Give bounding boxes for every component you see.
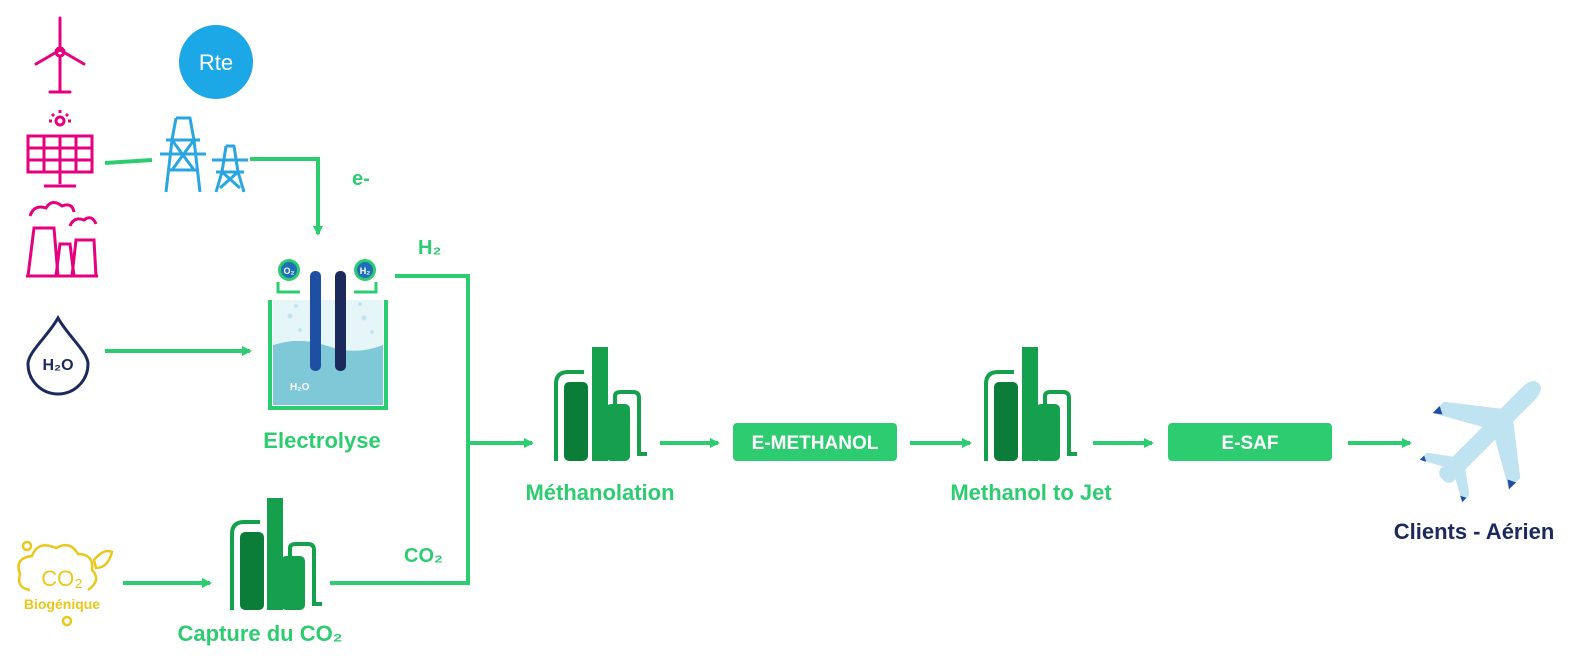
biogenique-label: Biogénique: [24, 596, 100, 612]
co2-cloud-icon: CO₂ Biogénique: [17, 540, 114, 627]
e-saf-badge: E-SAF: [1168, 423, 1332, 461]
wind-turbine-icon: [34, 16, 86, 94]
electrolysis-o2-label: O₂: [284, 266, 295, 276]
solar-panel-icon: [26, 110, 94, 188]
co2-flow-label: CO₂: [404, 545, 443, 567]
e-methanol-label: E-METHANOL: [752, 433, 879, 454]
capture-label: Capture du CO₂: [178, 621, 343, 646]
methanolation-plant-icon: [554, 347, 647, 461]
electrolysis-h2-label: H₂: [360, 266, 371, 276]
electrolyse-label: Electrolyse: [263, 428, 380, 453]
rte-logo-label: Rte: [199, 50, 233, 75]
airplane-icon: [1419, 381, 1541, 503]
water-drop-label: H₂O: [42, 357, 73, 374]
power-pylon-icon: [160, 116, 248, 193]
electrolyser-icon: O₂ H₂ H₂O: [268, 259, 388, 410]
rte-logo-icon: Rte: [179, 25, 253, 99]
flow-pylon-to-electrolyse: [250, 157, 323, 236]
e-methanol-badge: E-METHANOL: [733, 423, 897, 461]
methanol-to-jet-label: Methanol to Jet: [950, 480, 1112, 505]
clients-label: Clients - Aérien: [1394, 519, 1555, 544]
methanol-to-jet-plant-icon: [984, 347, 1077, 461]
flow-h2-line: [330, 274, 470, 585]
e-saf-label: E-SAF: [1222, 433, 1279, 454]
h2-label: H₂: [418, 237, 441, 259]
factory-icon: [26, 201, 98, 278]
co2-bubble-label: CO₂: [41, 566, 83, 591]
flow-lines: [104, 157, 1412, 588]
electrolysis-h2o-label: H₂O: [290, 382, 310, 393]
flow-solar-to-pylon: [104, 158, 153, 165]
capture-plant-icon: [230, 498, 322, 610]
electron-label: e-: [352, 168, 370, 190]
methanolation-label: Méthanolation: [525, 480, 674, 505]
water-drop-icon: H₂O: [26, 314, 90, 396]
